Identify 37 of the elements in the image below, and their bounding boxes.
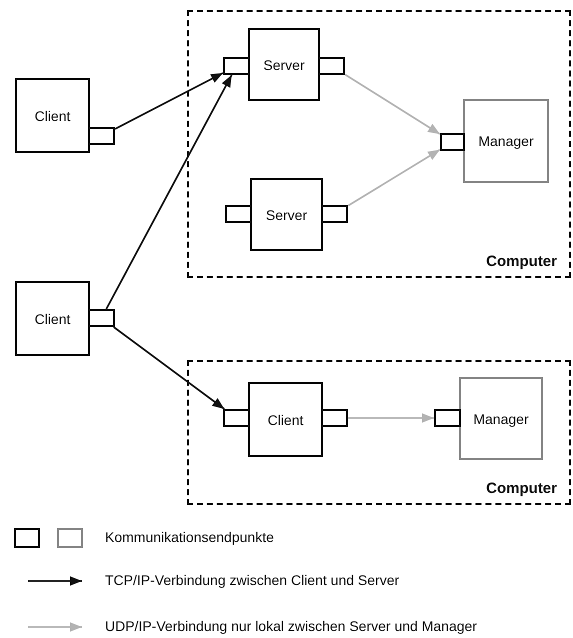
component-label: Client bbox=[34, 108, 70, 124]
component-box bbox=[15, 78, 90, 153]
endpoint-box bbox=[321, 409, 348, 427]
arrow bbox=[348, 413, 434, 423]
component-label: Manager bbox=[473, 410, 529, 426]
component-label: Manager bbox=[478, 133, 534, 149]
computer-boundary bbox=[187, 10, 571, 278]
component-box bbox=[248, 28, 320, 101]
component-box bbox=[15, 281, 90, 356]
component-box bbox=[459, 377, 543, 460]
group-title: Computer bbox=[486, 480, 557, 497]
arrow bbox=[348, 148, 440, 207]
component-label: Server bbox=[263, 56, 305, 72]
endpoint-box bbox=[88, 309, 115, 327]
component-label: Server bbox=[266, 206, 308, 222]
arrow bbox=[106, 74, 232, 310]
computer-boundary bbox=[187, 360, 571, 505]
endpoint-box bbox=[434, 409, 461, 427]
endpoint-box bbox=[88, 127, 115, 145]
endpoint-box bbox=[223, 57, 250, 75]
endpoint-box bbox=[318, 57, 345, 75]
component-box bbox=[463, 99, 549, 183]
arrow bbox=[114, 72, 224, 130]
legend-text: Kommunikationsendpunkte bbox=[105, 529, 274, 545]
component-box bbox=[248, 382, 323, 457]
arrow bbox=[113, 326, 225, 410]
component-box bbox=[250, 178, 323, 251]
legend-text: TCP/IP-Verbindung zwischen Client und Server bbox=[105, 572, 400, 588]
endpoint-box bbox=[321, 205, 348, 223]
endpoint-box bbox=[440, 133, 465, 151]
component-label: Client bbox=[34, 310, 70, 326]
arrow bbox=[344, 74, 440, 135]
group-title: Computer bbox=[486, 253, 557, 270]
legend-text: UDP/IP-Verbindung nur lokal zwischen Server und Manager bbox=[105, 618, 477, 634]
component-label: Client bbox=[268, 412, 304, 428]
endpoint-box bbox=[225, 205, 252, 223]
endpoint-box bbox=[223, 409, 250, 427]
